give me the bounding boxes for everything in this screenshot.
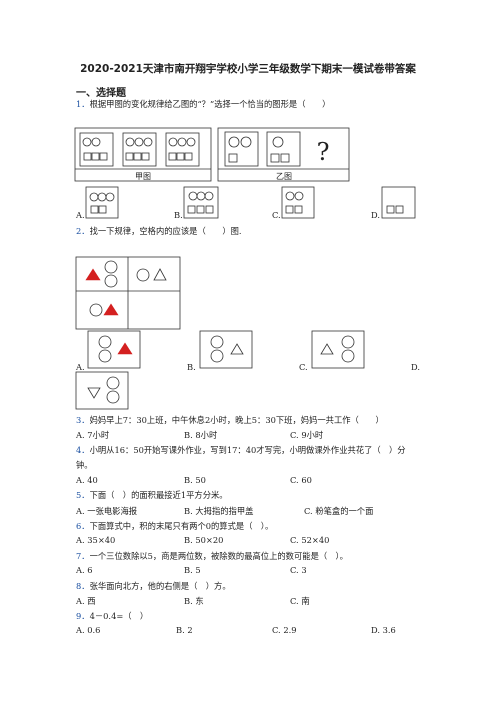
q8-option-b[interactable]: B. 东 bbox=[184, 596, 204, 606]
q1-jia-panel-1 bbox=[79, 132, 114, 167]
q1-option-a[interactable]: A. bbox=[76, 210, 85, 220]
q2-option-b-figure bbox=[199, 330, 253, 369]
question-4: 4．小明从16：50开始写课外作业，写到17：40才写完，小明做课外作业共花了（… bbox=[76, 444, 406, 456]
q9-option-d[interactable]: D. 3.6 bbox=[371, 625, 396, 635]
q1-option-b[interactable]: B. bbox=[174, 210, 183, 220]
q3-option-c[interactable]: C. 9小时 bbox=[290, 430, 324, 440]
question-6: 6．下面算式中，积的末尾只有两个0的算式是（ ）。 bbox=[76, 520, 273, 532]
question-text: 下面算式中，积的末尾只有两个0的算式是（ ）。 bbox=[89, 521, 274, 531]
q1-option-b-figure bbox=[183, 186, 219, 219]
q1-jia-panel-2 bbox=[122, 132, 157, 167]
q7-option-a[interactable]: A. 6 bbox=[76, 565, 93, 575]
q1-option-a-figure bbox=[85, 186, 119, 219]
question-number: 5． bbox=[76, 490, 90, 500]
q4-option-a[interactable]: A. 40 bbox=[76, 475, 98, 485]
q4-option-b[interactable]: B. 50 bbox=[184, 475, 206, 485]
question-text: 一个三位数除以5，商是两位数，被除数的最高位上的数可能是（ ）。 bbox=[89, 551, 348, 561]
q6-option-c[interactable]: C. 52×40 bbox=[290, 535, 330, 545]
q1-yi-panel-1 bbox=[224, 131, 259, 167]
question-2: 2．找一下规律，空格内的应该是（ ）图. bbox=[76, 225, 242, 237]
q1-option-d[interactable]: D. bbox=[371, 210, 380, 220]
question-5: 5．下面（ ）的面积最接近1平方分米。 bbox=[76, 489, 228, 501]
question-3: 3．妈妈早上7：30上班，中午休息2小时，晚上5：30下班，妈妈一共工作（ ） bbox=[76, 414, 384, 426]
q5-option-c[interactable]: C. 粉笔盒的一个面 bbox=[304, 506, 374, 516]
q2-option-b[interactable]: B. bbox=[187, 362, 196, 372]
question-number: 7． bbox=[76, 551, 90, 561]
q4-option-c[interactable]: C. 60 bbox=[290, 475, 312, 485]
q7-option-c[interactable]: C. 3 bbox=[290, 565, 307, 575]
q9-option-a[interactable]: A. 0.6 bbox=[76, 625, 101, 635]
q5-option-a[interactable]: A. 一张电影海报 bbox=[76, 506, 138, 516]
q5-option-b[interactable]: B. 大拇指的指甲盖 bbox=[184, 506, 254, 516]
q1-question-mark: ? bbox=[317, 138, 330, 166]
question-9: 9．4－0.4=（ ） bbox=[76, 610, 148, 622]
q2-grid-figure bbox=[75, 256, 181, 330]
question-number: 4． bbox=[76, 445, 90, 455]
q6-option-b[interactable]: B. 50×20 bbox=[184, 535, 224, 545]
q9-option-c[interactable]: C. 2.9 bbox=[272, 625, 297, 635]
question-7: 7．一个三位数除以5，商是两位数，被除数的最高位上的数可能是（ ）。 bbox=[76, 550, 348, 562]
q1-yi-label: 乙图 bbox=[276, 172, 292, 181]
question-text: 张华面向北方，他的右侧是（ ）方。 bbox=[89, 581, 231, 591]
q3-option-b[interactable]: B. 8小时 bbox=[184, 430, 218, 440]
question-text: 妈妈早上7：30上班，中午休息2小时，晚上5：30下班，妈妈一共工作（ ） bbox=[89, 415, 384, 425]
question-number: 9． bbox=[76, 611, 90, 621]
q7-option-b[interactable]: B. 5 bbox=[184, 565, 201, 575]
section-heading: 一、选择题 bbox=[76, 88, 126, 99]
q9-option-b[interactable]: B. 2 bbox=[176, 625, 193, 635]
q2-option-c[interactable]: C. bbox=[299, 362, 308, 372]
question-8: 8．张华面向北方，他的右侧是（ ）方。 bbox=[76, 580, 231, 592]
q1-option-c-figure bbox=[281, 186, 315, 219]
q2-option-a-figure bbox=[87, 330, 141, 369]
question-number: 8． bbox=[76, 581, 90, 591]
q2-option-d-figure bbox=[75, 371, 129, 410]
question-text: 找一下规律，空格内的应该是（ ）图. bbox=[89, 226, 242, 236]
page-title: 2020-2021天津市南开翔宇学校小学三年级数学下期末一模试卷带答案 bbox=[80, 63, 416, 75]
question-text: 根据甲图的变化规律给乙图的“？”选择一个恰当的图形是（ ） bbox=[89, 99, 331, 109]
question-number: 1． bbox=[76, 99, 90, 109]
q1-jia-label: 甲图 bbox=[135, 172, 151, 181]
question-4-continued: 钟。 bbox=[76, 460, 93, 470]
q1-figure: 甲图 ? 乙图 bbox=[74, 127, 350, 182]
q1-option-c[interactable]: C. bbox=[272, 210, 281, 220]
q1-option-d-figure bbox=[381, 186, 416, 219]
q2-option-c-figure bbox=[311, 330, 365, 369]
q1-jia-panel-3 bbox=[165, 132, 200, 167]
q8-option-c[interactable]: C. 南 bbox=[290, 596, 310, 606]
question-1: 1．根据甲图的变化规律给乙图的“？”选择一个恰当的图形是（ ） bbox=[76, 98, 330, 110]
question-text: 小明从16：50开始写课外作业，写到17：40才写完，小明做课外作业共花了（ ）… bbox=[89, 445, 406, 455]
question-number: 2． bbox=[76, 226, 90, 236]
question-text: 4－0.4=（ ） bbox=[89, 611, 149, 621]
q1-yi-panel-2 bbox=[266, 131, 301, 167]
q2-option-a[interactable]: A. bbox=[76, 362, 85, 372]
question-number: 3． bbox=[76, 415, 90, 425]
q8-option-a[interactable]: A. 西 bbox=[76, 596, 96, 606]
q2-option-d[interactable]: D. bbox=[411, 362, 420, 372]
question-text: 下面（ ）的面积最接近1平方分米。 bbox=[89, 490, 228, 500]
q6-option-a[interactable]: A. 35×40 bbox=[76, 535, 116, 545]
q3-option-a[interactable]: A. 7小时 bbox=[76, 430, 110, 440]
question-number: 6． bbox=[76, 521, 90, 531]
